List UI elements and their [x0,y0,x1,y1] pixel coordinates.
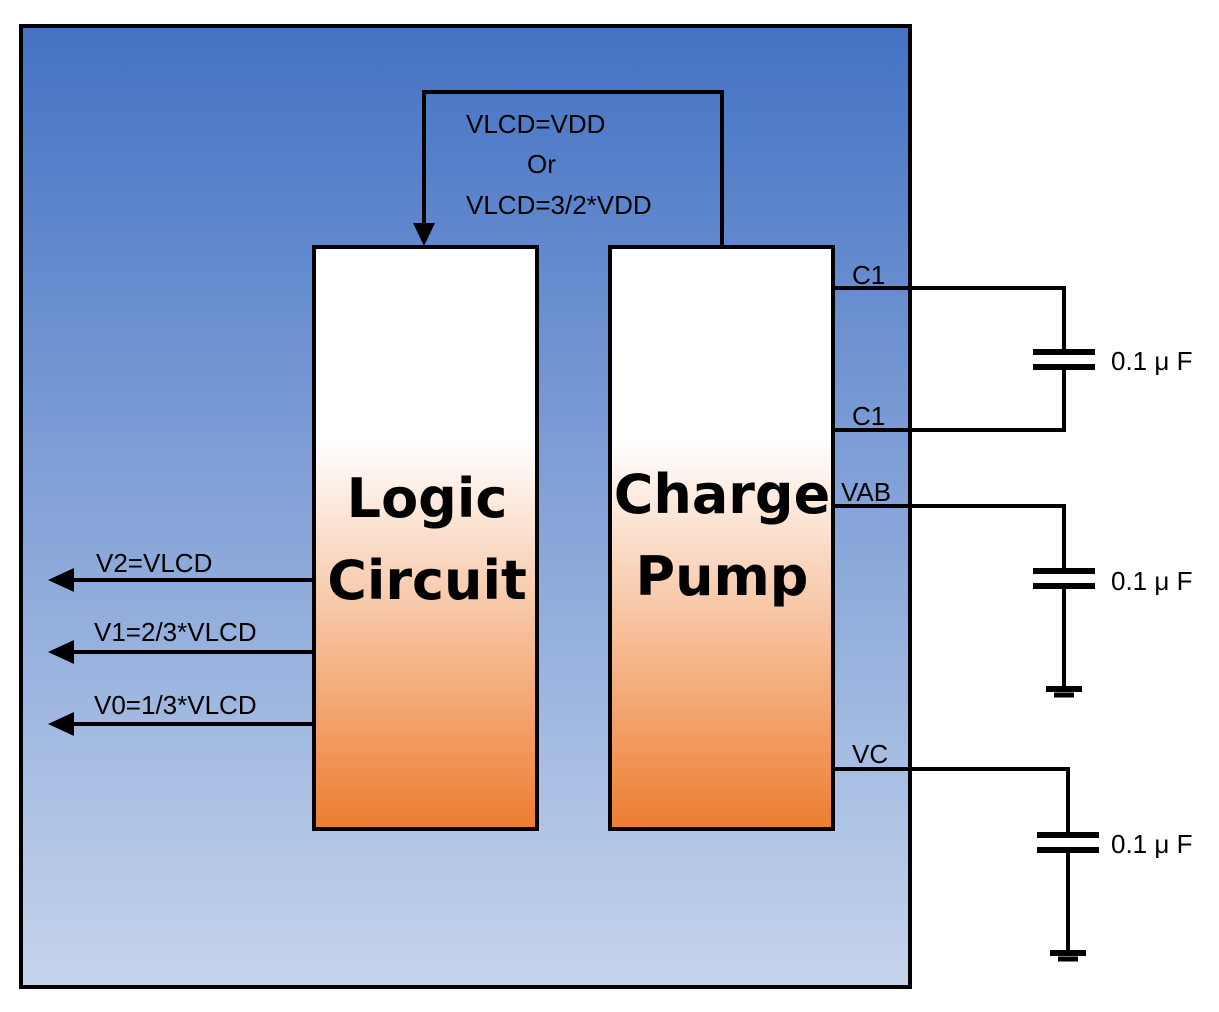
ground-symbol-vc [1050,950,1086,962]
output-v1-label: V1=2/3*VLCD [94,617,257,647]
output-v2 [48,568,314,592]
vc-capacitor [833,767,1099,952]
cap3-value: 0.1 μ F [1111,829,1192,859]
output-v1 [48,640,314,664]
output-v2-arrowhead [48,568,74,592]
pin-vab-label: VAB [841,477,891,507]
logic-block-title-line1: Logic [347,467,508,530]
output-v0-arrowhead [48,712,74,736]
output-v2-label: V2=VLCD [96,548,212,578]
output-v0-label: V0=1/3*VLCD [94,690,257,720]
c1-flying-capacitor [833,286,1095,432]
pin-vc-label: VC [852,739,888,769]
output-v0 [48,712,314,736]
pin-c1-top-label: C1 [852,260,885,290]
feedback-arrowhead [413,223,435,246]
ground-symbol-vab [1046,686,1082,698]
output-v1-arrowhead [48,640,74,664]
feedback-label-line1: VLCD=VDD [466,109,605,139]
charge-pump-block [608,245,835,831]
cap1-value: 0.1 μ F [1111,346,1192,376]
cap2-value: 0.1 μ F [1111,566,1192,596]
vab-capacitor [833,504,1095,688]
feedback-label-line3: VLCD=3/2*VDD [466,190,652,220]
feedback-label-line2: Or [527,149,556,179]
pump-block-title-line2: Pump [636,545,809,608]
logic-circuit-block [312,245,539,831]
logic-block-title-line2: Circuit [327,549,527,612]
pin-c1-bottom-label: C1 [852,401,885,431]
pump-block-title-line1: Charge [614,463,830,526]
feedback-path [413,90,724,247]
